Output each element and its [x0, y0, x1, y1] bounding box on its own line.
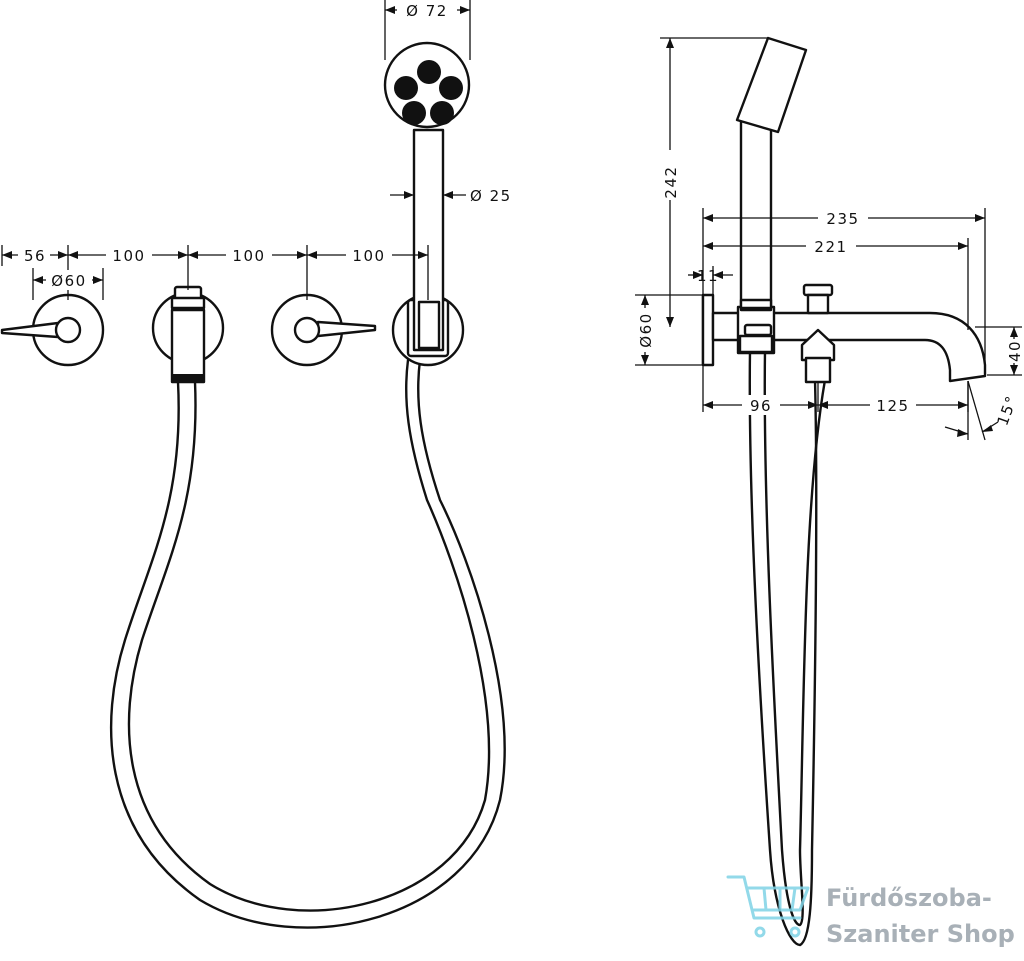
dim-projection: 235 221 — [702, 208, 986, 365]
side-hose-connector — [800, 328, 836, 362]
side-hose-inner — [763, 348, 827, 927]
watermark-line2: Szaniter Shop — [826, 920, 1015, 948]
label-spout-angle: 15° — [994, 393, 1022, 428]
hose-outlet — [151, 285, 225, 384]
shower-hose-inner — [127, 358, 491, 912]
watermark-line1: Fürdőszoba- — [826, 884, 992, 912]
shopping-cart-icon — [726, 875, 810, 938]
dim-depth: 96 125 — [702, 365, 969, 415]
side-hose — [748, 348, 818, 947]
dim-spout-height: 40 — [975, 326, 1024, 376]
dim-flange: 11 — [688, 266, 733, 295]
side-shower-handle — [739, 118, 773, 312]
dim-handle-diameter: Ø 25 — [390, 187, 512, 205]
label-left-offset: 56 — [24, 247, 46, 265]
dim-head-diameter: Ø 72 — [384, 0, 471, 60]
label-spacing-3: 100 — [352, 247, 385, 265]
label-projection-spout: 221 — [814, 238, 847, 256]
side-view: 242 235 221 11 — [635, 36, 1024, 947]
label-projection-total: 235 — [826, 210, 859, 228]
hand-shower — [383, 41, 471, 367]
label-flange: 11 — [697, 267, 719, 285]
label-handle-diameter: Ø 25 — [470, 187, 512, 205]
spout — [711, 311, 987, 383]
dim-rosette-side: Ø60 — [635, 294, 703, 366]
shower-hose — [109, 358, 506, 929]
dim-rosette-front: Ø60 — [32, 268, 104, 300]
right-valve — [270, 293, 377, 367]
label-rosette-side: Ø60 — [637, 312, 655, 347]
label-body-depth: 96 — [750, 397, 772, 415]
dim-spout-angle: 15° — [944, 380, 1022, 441]
dim-chain-front: 56 100 100 100 — [1, 245, 429, 300]
label-height: 242 — [662, 165, 680, 198]
label-rosette-front: Ø60 — [51, 272, 86, 290]
dim-height: 242 — [660, 37, 768, 327]
label-head-diameter: Ø 72 — [406, 2, 448, 20]
label-spout-reach: 125 — [876, 397, 909, 415]
side-diverter-knob — [802, 283, 834, 297]
watermark: Fürdőszoba- Szaniter Shop — [726, 875, 1015, 948]
left-valve — [0, 293, 105, 367]
side-shower-head — [735, 36, 808, 134]
label-spacing-2: 100 — [232, 247, 265, 265]
label-spacing-1: 100 — [112, 247, 145, 265]
front-view: Ø 72 Ø 25 — [0, 0, 512, 929]
label-spout-height: 40 — [1006, 340, 1024, 362]
